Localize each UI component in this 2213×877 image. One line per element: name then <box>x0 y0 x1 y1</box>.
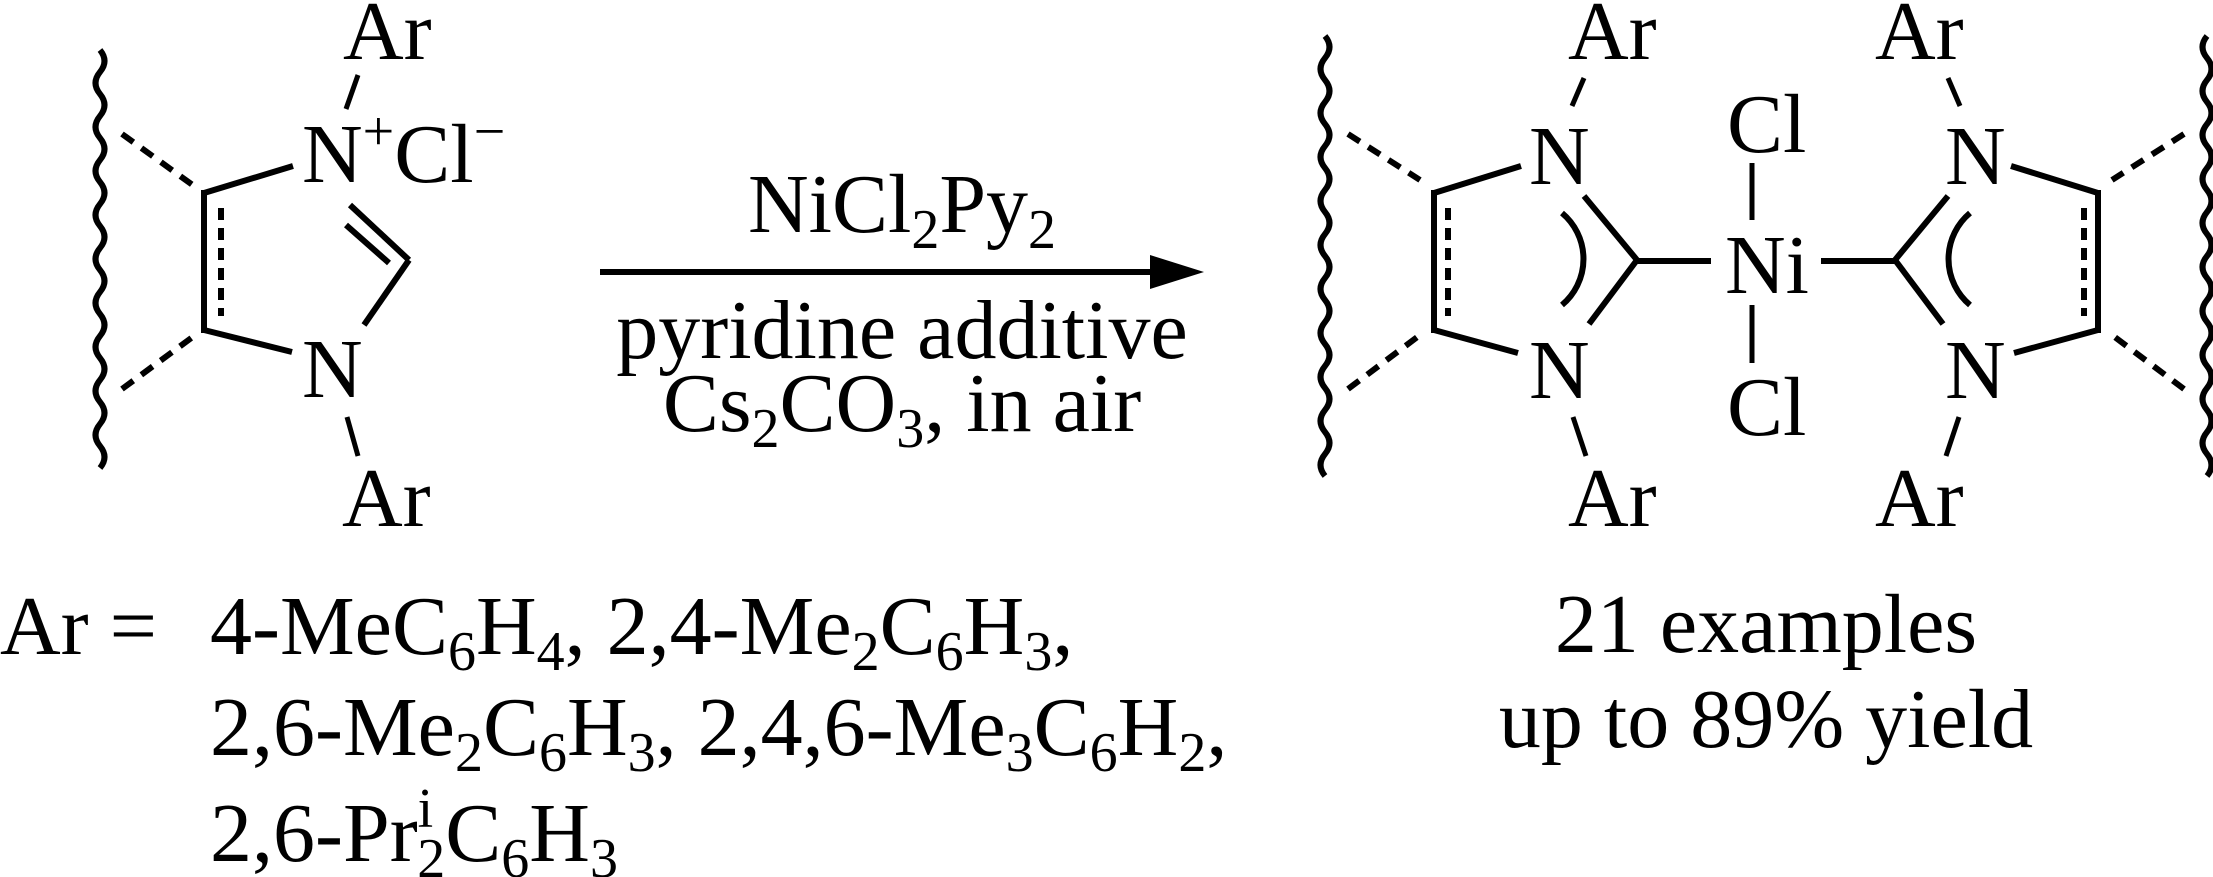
ar-definition: Ar = 4-MeC6H4, 2,4-Me2C6H3, 2,6-Me2C6H3,… <box>0 580 1227 877</box>
formula-text: H <box>964 580 1025 673</box>
ring-bond-cn <box>361 258 412 327</box>
reaction-arrow <box>600 255 1204 289</box>
subscript: 2 <box>1178 722 1206 784</box>
dashed-bond <box>120 131 196 189</box>
formula-text: H <box>1118 681 1179 774</box>
reactant-ar-bottom: Ar <box>342 452 431 545</box>
product-cl-top: Cl <box>1727 78 1806 171</box>
dashed-bond <box>1346 332 1422 392</box>
product-left-ligand <box>1317 34 1711 478</box>
n-ar-bond <box>1569 77 1587 107</box>
formula-text: , 2,4,6-Me <box>656 681 1006 774</box>
n-ar-bond <box>1943 416 1962 457</box>
n-ar-bond <box>1945 77 1963 107</box>
delocalized-arc <box>1945 210 1972 308</box>
formula-text: , 2,4-Me <box>565 580 852 673</box>
max-yield: up to 89% yield <box>1499 673 2033 766</box>
product-right-ar-top: Ar <box>1875 0 1964 78</box>
reactant-ar-top: Ar <box>343 0 432 78</box>
formula-text: C <box>880 580 936 673</box>
wavy-backbone-left <box>92 48 108 470</box>
formula-text: , <box>1206 681 1227 774</box>
product-left-ar-bottom: Ar <box>1568 452 1657 545</box>
dashed-bond <box>120 333 196 392</box>
n-ar-bond <box>344 416 361 457</box>
dashed-bond <box>2110 131 2186 183</box>
subscript: 4 <box>537 621 565 683</box>
subscript: 2 <box>852 621 880 683</box>
arrow-head-icon <box>1150 255 1204 289</box>
ring-bond-cn <box>1433 163 1522 196</box>
formula-text: 2,6-Me <box>210 681 455 774</box>
ring-bond-nc <box>1581 194 1640 262</box>
ar-definition-line-1: 4-MeC6H4, 2,4-Me2C6H3, <box>210 580 1073 683</box>
reactant-imidazolium: Ar N+Cl− N Ar <box>92 0 505 545</box>
condition-base: Cs2CO3, in air <box>663 357 1141 460</box>
product-right-n-bottom: N <box>1945 324 2006 417</box>
ar-definition-line-2: 2,6-Me2C6H3, 2,4,6-Me3C6H2, <box>210 681 1227 784</box>
product-left-n-bottom: N <box>1529 324 1590 417</box>
product-right-n-top: N <box>1945 110 2006 203</box>
ring-bond-cn <box>203 163 294 196</box>
reactant-n-plus-label: N+Cl− <box>302 101 505 201</box>
product-right-ligand <box>1821 34 2213 478</box>
subscript: 3 <box>1024 621 1052 683</box>
subscript: 6 <box>936 621 964 683</box>
reactant-n-lower: N <box>302 323 363 416</box>
wavy-backbone <box>1317 34 1333 478</box>
ring-bond-cn <box>2010 163 2099 196</box>
subscript: 6 <box>539 722 567 784</box>
ring-bond-cn <box>1433 327 1519 356</box>
product-left-n-top: N <box>1529 110 1590 203</box>
ring-bond-nc-double <box>347 202 412 263</box>
product-left-ar-top: Ar <box>1568 0 1657 78</box>
ring-bond-nc <box>1586 258 1640 326</box>
product-right-ar-bottom: Ar <box>1875 452 1964 545</box>
delocalized-arc <box>1560 210 1587 308</box>
ring-bond-cn <box>203 327 293 355</box>
formula-text: C <box>483 681 539 774</box>
n-ar-bond <box>343 74 361 110</box>
subscript: 6 <box>1090 722 1118 784</box>
subscript: 6 <box>448 621 476 683</box>
formula-text: , <box>1052 580 1073 673</box>
examples-count: 21 examples <box>1555 578 1977 671</box>
dashed-bond <box>1346 131 1422 183</box>
formula-text: 4-MeC <box>210 580 448 673</box>
ring-bond-nc <box>1892 258 1946 326</box>
ar-definition-label: Ar = <box>0 580 157 673</box>
condition-additive: pyridine additive <box>616 284 1188 377</box>
subscript: 2 <box>455 722 483 784</box>
formula-text: C <box>1034 681 1090 774</box>
product-complex: Ar N N Ar Cl Ni Cl Ar N N Ar <box>1317 0 2213 545</box>
dashed-bond <box>2110 332 2186 392</box>
wavy-backbone <box>2199 34 2213 478</box>
formula-text: H <box>476 580 537 673</box>
subscript: 3 <box>628 722 656 784</box>
ring-bond-cn <box>2013 327 2099 356</box>
condition-reagent: NiCl2Py2 <box>748 158 1056 261</box>
subscript: 3 <box>1006 722 1034 784</box>
product-ni: Ni <box>1725 219 1809 312</box>
ring-bond-nc-double <box>344 222 391 266</box>
ring-bond-nc <box>1892 194 1951 262</box>
product-cl-bottom: Cl <box>1727 361 1806 454</box>
formula-text: H <box>567 681 628 774</box>
n-ar-bond <box>1570 416 1589 457</box>
